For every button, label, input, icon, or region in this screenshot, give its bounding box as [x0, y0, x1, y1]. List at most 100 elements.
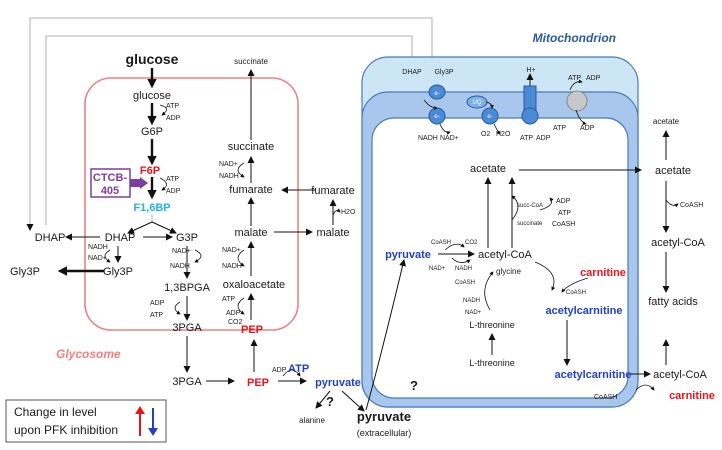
extracellular: (extracellular) — [357, 428, 412, 438]
legend-line1: Change in level — [14, 405, 97, 419]
mito-carnitine: carnitine — [580, 267, 626, 279]
glycosome: Glycosome — [56, 77, 299, 361]
coash-mito-1: CoASH — [552, 221, 575, 228]
adp-mito-2: ADP — [580, 125, 595, 132]
nadh-mito-3: NADH — [463, 298, 480, 304]
atp-1: ATP — [166, 103, 179, 110]
q1: ? — [326, 394, 334, 409]
electron-transport-chain: e- UQ e- e- — [423, 73, 588, 135]
mito-gly3p: Gly3P — [434, 69, 453, 76]
q2: ? — [410, 378, 418, 393]
malate-out: malate — [316, 227, 349, 239]
nad-mito-1: NAD+ — [440, 135, 459, 142]
legend: Change in level upon PFK inhibition — [5, 399, 167, 443]
co2-1: CO2 — [228, 319, 243, 326]
adp-5: ADP — [226, 310, 241, 317]
atp-2: ATP — [166, 176, 179, 183]
mito-acetyl-coa: acetyl-CoA — [478, 249, 532, 261]
inhibitor-box — [90, 168, 131, 198]
dhap-out: DHAP — [35, 232, 66, 244]
adp-1: ADP — [166, 115, 181, 122]
atp-blue: ATP — [288, 363, 309, 375]
atp-mito-3: ATP — [520, 135, 533, 142]
nadh-mito-1: NADH — [418, 135, 438, 142]
pyruvate-ext: pyruvate — [357, 409, 411, 424]
nad-3: NAD+ — [219, 161, 238, 168]
nadh-1: NADH — [88, 244, 108, 251]
succinate-top: succinate — [234, 57, 268, 66]
coash-cyto-2: CoASH — [594, 394, 617, 401]
mito-acetate: acetate — [470, 163, 506, 175]
h-plus: H+ — [526, 67, 535, 74]
adp-mito-4: ADP — [556, 198, 571, 205]
legend-line2: upon PFK inhibition — [14, 423, 118, 437]
pga-in: 3PGA — [172, 322, 202, 334]
cyto-carnitine: carnitine — [669, 390, 715, 402]
gly3p-in: Gly3P — [103, 266, 133, 278]
coash-mito-2: CoASH — [431, 240, 451, 246]
mitochondrion: Mitochondrion — [361, 31, 639, 408]
atp-mito-1: ATP — [568, 75, 581, 82]
cytosol-right: acetate acetate CoASH acetyl-CoA fatty a… — [554, 117, 714, 402]
o2: O2 — [481, 131, 490, 138]
e-minus-label: e- — [434, 91, 439, 97]
coash-mito-4: CoASH — [566, 290, 586, 296]
adp-4: ADP — [272, 367, 287, 374]
mito-dhap: DHAP — [402, 69, 422, 76]
pyruvate: pyruvate — [315, 377, 361, 389]
succinate-branch: succinate succinate NAD+ NADH fumarate f… — [219, 57, 356, 326]
g3p: G3P — [176, 232, 198, 244]
coash-cyto-1: CoASH — [680, 202, 703, 209]
adp-3: ADP — [150, 300, 165, 307]
l-threonine-out: L-threonine — [469, 358, 515, 368]
glycine: glycine — [496, 267, 521, 276]
acetate-top: acetate — [653, 117, 680, 126]
acetyl-coa-bottom: acetyl-CoA — [653, 369, 707, 381]
mito-metabolism: DHAP Gly3P H+ ATP ADP ATP ADP ATP ADP NA… — [385, 67, 642, 368]
cyto-acetyl-coa: acetyl-CoA — [651, 237, 705, 249]
atp-3: ATP — [150, 312, 163, 319]
glycolysis: glucose glucose ATP ADP G6P F6P ATP ADP … — [10, 51, 418, 438]
co2-mito: CO2 — [465, 240, 478, 246]
f16bp: F1,6BP — [133, 202, 170, 214]
nadh-4: NADH — [222, 263, 242, 270]
f6p: F6P — [140, 165, 160, 177]
oxaloacetate: oxaloacetate — [223, 279, 285, 291]
h2o-1: H2O — [341, 209, 356, 216]
inhibitor-line1: CTCB- — [93, 172, 128, 184]
atp-4: ATP — [222, 296, 235, 303]
mito-pyruvate: pyruvate — [385, 249, 431, 261]
atp-mito-4: ATP — [558, 210, 571, 217]
nad-1: NAD+ — [88, 255, 107, 262]
succinate-in: succinate — [228, 141, 274, 153]
e-minus-label-2: e- — [434, 114, 439, 120]
nad-mito-2: NAD+ — [429, 266, 446, 272]
g6p: G6P — [141, 126, 163, 138]
glucose: glucose — [133, 90, 171, 102]
malate-in: malate — [234, 227, 267, 239]
mito-succinate: succinate — [517, 221, 543, 227]
pep-in: PEP — [241, 324, 263, 336]
up-arrow-icon — [135, 406, 145, 414]
nad-4: NAD+ — [222, 247, 241, 254]
atp-mito-2: ATP — [553, 125, 566, 132]
acetylcarnitine-out: acetylcarnitine — [554, 369, 631, 381]
pga-out: 3PGA — [172, 376, 202, 388]
l-threonine: L-threonine — [469, 320, 515, 330]
down-arrow-icon — [148, 428, 158, 436]
alanine: alanine — [299, 416, 325, 425]
h2o-mito: H2O — [496, 131, 511, 138]
bpga: 1,3BPGA — [164, 282, 211, 294]
e-minus-label-3: e- — [487, 114, 492, 120]
gly3p-out: Gly3P — [10, 266, 40, 278]
nad-2: NAD+ — [172, 248, 191, 255]
glycosome-label: Glycosome — [56, 347, 121, 361]
adp-mito-3: ADP — [536, 135, 551, 142]
fumarate-out: fumarate — [311, 185, 354, 197]
adp-mito-1: ADP — [586, 75, 601, 82]
nadh-2: NADH — [170, 263, 190, 270]
succ-coa: succ-CoA — [517, 203, 543, 209]
cyto-acetate: acetate — [655, 165, 691, 177]
pep-out: PEP — [247, 377, 269, 389]
